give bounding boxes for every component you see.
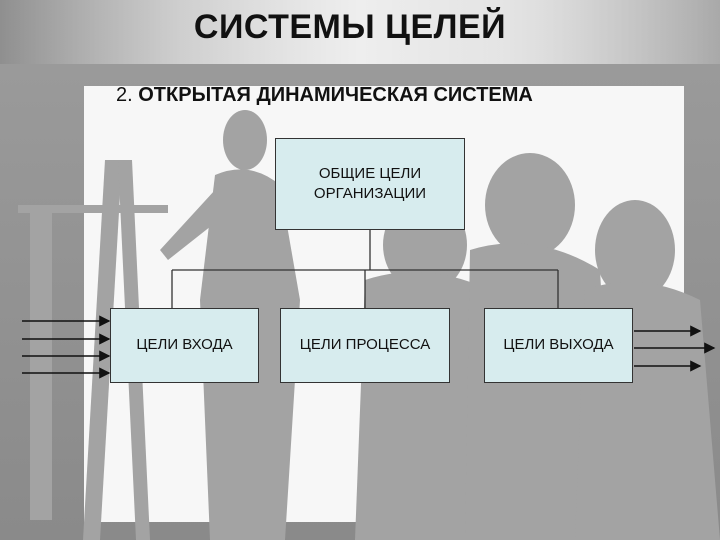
output-goals-box: ЦЕЛИ ВЫХОДА (484, 308, 633, 383)
title-highlight (0, 0, 720, 64)
connectors (171, 230, 559, 308)
input-arrows (22, 315, 111, 379)
board (30, 210, 52, 520)
slide-subtitle: 2. ОТКРЫТАЯ ДИНАМИЧЕСКАЯ СИСТЕМА (116, 84, 533, 107)
output-goals-label: ЦЕЛИ ВЫХОДА (503, 336, 614, 354)
person3-head (595, 200, 675, 300)
general-goals-box: ОБЩИЕ ЦЕЛИ ОРГАНИЗАЦИИ (275, 138, 465, 230)
person2-head (485, 153, 575, 257)
easel-leg-left (83, 160, 122, 540)
input-goals-box: ЦЕЛИ ВХОДА (110, 308, 259, 383)
presenter-arm (160, 190, 225, 260)
general-goals-line1: ОБЩИЕ ЦЕЛИ (318, 164, 422, 182)
process-goals-label: ЦЕЛИ ПРОЦЕССА (299, 336, 431, 354)
easel-bar (18, 205, 168, 213)
output-arrows (634, 325, 716, 372)
presenter-head (223, 110, 267, 170)
subtitle-number: 2. (116, 84, 133, 106)
input-goals-label: ЦЕЛИ ВХОДА (136, 336, 233, 354)
general-goals-line2: ОРГАНИЗАЦИИ (313, 185, 427, 202)
subtitle-text: ОТКРЫТАЯ ДИНАМИЧЕСКАЯ СИСТЕМА (138, 84, 533, 106)
process-goals-box: ЦЕЛИ ПРОЦЕССА (280, 308, 450, 383)
slide-title: СИСТЕМЫ ЦЕЛЕЙ (193, 8, 507, 46)
